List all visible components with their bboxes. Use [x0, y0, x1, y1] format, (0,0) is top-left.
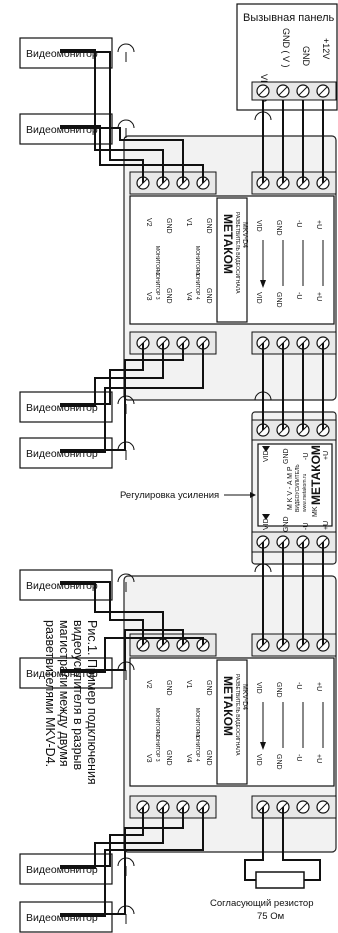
monitor-tag: МОНИТОР 2: [154, 246, 160, 276]
monitor-terminal-label: GND: [165, 288, 172, 304]
amplifier-brand: МЕТАКОМ: [309, 445, 323, 505]
line-terminal-label: VID: [255, 682, 262, 694]
amplifier-labels-bottom: +U -U GND VID: [263, 516, 330, 532]
monitor-tag: МОНИТОР 3: [154, 732, 160, 762]
panel-terminal-label: +12V: [321, 38, 331, 59]
splitter-subtitle: РАЗВЕТВИТЕЛЬ ВИДЕОСИГНАЛА: [234, 212, 240, 294]
resistor-value: 75 Ом: [257, 911, 284, 922]
video-monitor: Видеомонитор: [19, 391, 113, 423]
amplifier-logo: MK: [312, 506, 319, 517]
caption-line: Рис.1. Пример подключения: [85, 620, 99, 785]
splitter-2-internal-arrows: [260, 702, 324, 750]
line-terminal-label: GND: [275, 292, 282, 308]
line-terminal-label: VID: [255, 754, 262, 766]
amplifier-terminal-label: VID: [263, 518, 270, 530]
wiring: [60, 43, 324, 924]
amplifier-arrow-bottom: [262, 514, 270, 520]
monitor-tag: МОНИТОР 1: [194, 246, 200, 276]
monitor-tag: МОНИТОР 4: [194, 732, 200, 762]
monitor-terminal-label: V3: [145, 754, 152, 763]
amplifier-terminal-label: GND: [283, 448, 290, 464]
amplifier-subtitle: ВИДЕОУСИЛИТЕЛЬ: [295, 464, 301, 512]
caption-line: разветвителями MKV-D4.: [43, 620, 57, 767]
monitor-terminal-label: V2: [145, 680, 152, 689]
line-terminal-label: GND: [275, 754, 282, 770]
splitter-2-line-labels: VID GND -U +U VID GND -U +U: [255, 682, 322, 770]
figure-caption: Рис.1. Пример подключения видеоусилителя…: [43, 620, 99, 785]
line-terminal-label: -U: [295, 220, 302, 227]
gain-control-label: Регулировка усиления: [120, 490, 219, 501]
monitor-terminal-label: V1: [185, 218, 192, 227]
monitor-terminal-label: V2: [145, 218, 152, 227]
amplifier-terminal-label: VID: [263, 450, 270, 462]
amplifier-url: www.metakom.ru: [302, 473, 308, 512]
line-terminal-label: +U: [315, 682, 322, 691]
line-terminal-label: -U: [295, 682, 302, 689]
monitor-terminal-label: V4: [185, 292, 192, 301]
monitor-tag: МОНИТОР 3: [154, 270, 160, 300]
amplifier-model: M K V - A M P: [287, 466, 294, 510]
splitter-1-line-labels: VID GND -U +U VID GND -U +U: [255, 220, 322, 308]
line-terminal-label: VID: [255, 292, 262, 304]
amplifier-terminal-label: -U: [303, 523, 310, 530]
panel-terminal-label: GND: [301, 46, 311, 67]
monitor-terminal-label: GND: [165, 680, 172, 696]
splitter-1-internal-arrows: [260, 240, 324, 288]
call-panel-screws: [256, 84, 330, 98]
line-terminal-label: GND: [275, 682, 282, 698]
monitor-terminal-label: GND: [165, 750, 172, 766]
resistor-label: Согласующий резистор: [210, 898, 314, 909]
amplifier-arrow-top: [262, 446, 270, 452]
splitter-1: МЕТАКОМ РАЗВЕТВИТЕЛЬ ВИДЕОСИГНАЛА MKV-D4…: [123, 135, 337, 401]
splitter-brand: МЕТАКОМ: [221, 214, 235, 274]
amplifier-terminal-label: GND: [283, 516, 290, 532]
video-monitor: Видеомонитор: [19, 853, 113, 885]
amplifier-terminal-label: +U: [323, 451, 330, 460]
monitor-terminal-label: GND: [165, 218, 172, 234]
splitter-brand: МЕТАКОМ: [221, 676, 235, 736]
terminating-resistor: [255, 871, 305, 889]
amplifier-labels-top: +U -U GND VID: [263, 448, 330, 464]
line-terminal-label: VID: [255, 220, 262, 232]
monitor-terminal-label: GND: [205, 288, 212, 304]
line-terminal-label: +U: [315, 292, 322, 301]
line-terminal-label: +U: [315, 754, 322, 763]
monitor-tag: МОНИТОР 4: [194, 270, 200, 300]
line-terminal-label: GND: [275, 220, 282, 236]
splitter-model: MKV-D4: [241, 684, 248, 710]
panel-terminal-label: GND ( V ): [281, 28, 291, 68]
monitor-terminal-label: V1: [185, 680, 192, 689]
monitor-tag: МОНИТОР 1: [194, 708, 200, 738]
monitor-terminal-label: V3: [145, 292, 152, 301]
splitter-1-monitor-labels: V2 GND V1 GND МОНИТОР 2 МОНИТОР 1 МОНИТО…: [145, 218, 212, 304]
call-panel: Вызывная панель VIDEO GND ( V ) GND +12V: [236, 3, 338, 111]
monitor-terminal-label: GND: [205, 680, 212, 696]
splitter-subtitle: РАЗВЕТВИТЕЛЬ ВИДЕОСИГНАЛА: [234, 674, 240, 756]
caption-line: видеоусилителя в разрыв: [71, 620, 85, 770]
monitor-terminal-label: V4: [185, 754, 192, 763]
video-amplifier: MK МЕТАКОМ www.metakom.ru ВИДЕОУСИЛИТЕЛЬ…: [251, 411, 337, 565]
amplifier-terminal-label: -U: [303, 453, 310, 460]
monitor-terminal-label: GND: [205, 750, 212, 766]
splitter-2-monitor-labels: V2 GND V1 GND МОНИТОР 2 МОНИТОР 1 МОНИТО…: [145, 680, 212, 766]
call-panel-title: Вызывная панель: [243, 12, 335, 24]
amplifier-terminal-label: +U: [323, 521, 330, 530]
splitter-model: MKV-D4: [241, 222, 248, 248]
line-terminal-label: -U: [295, 292, 302, 299]
monitor-tag: МОНИТОР 2: [154, 708, 160, 738]
monitor-terminal-label: GND: [205, 218, 212, 234]
line-terminal-label: -U: [295, 754, 302, 761]
line-terminal-label: +U: [315, 220, 322, 229]
caption-line: магистрали между двумя: [57, 620, 71, 767]
